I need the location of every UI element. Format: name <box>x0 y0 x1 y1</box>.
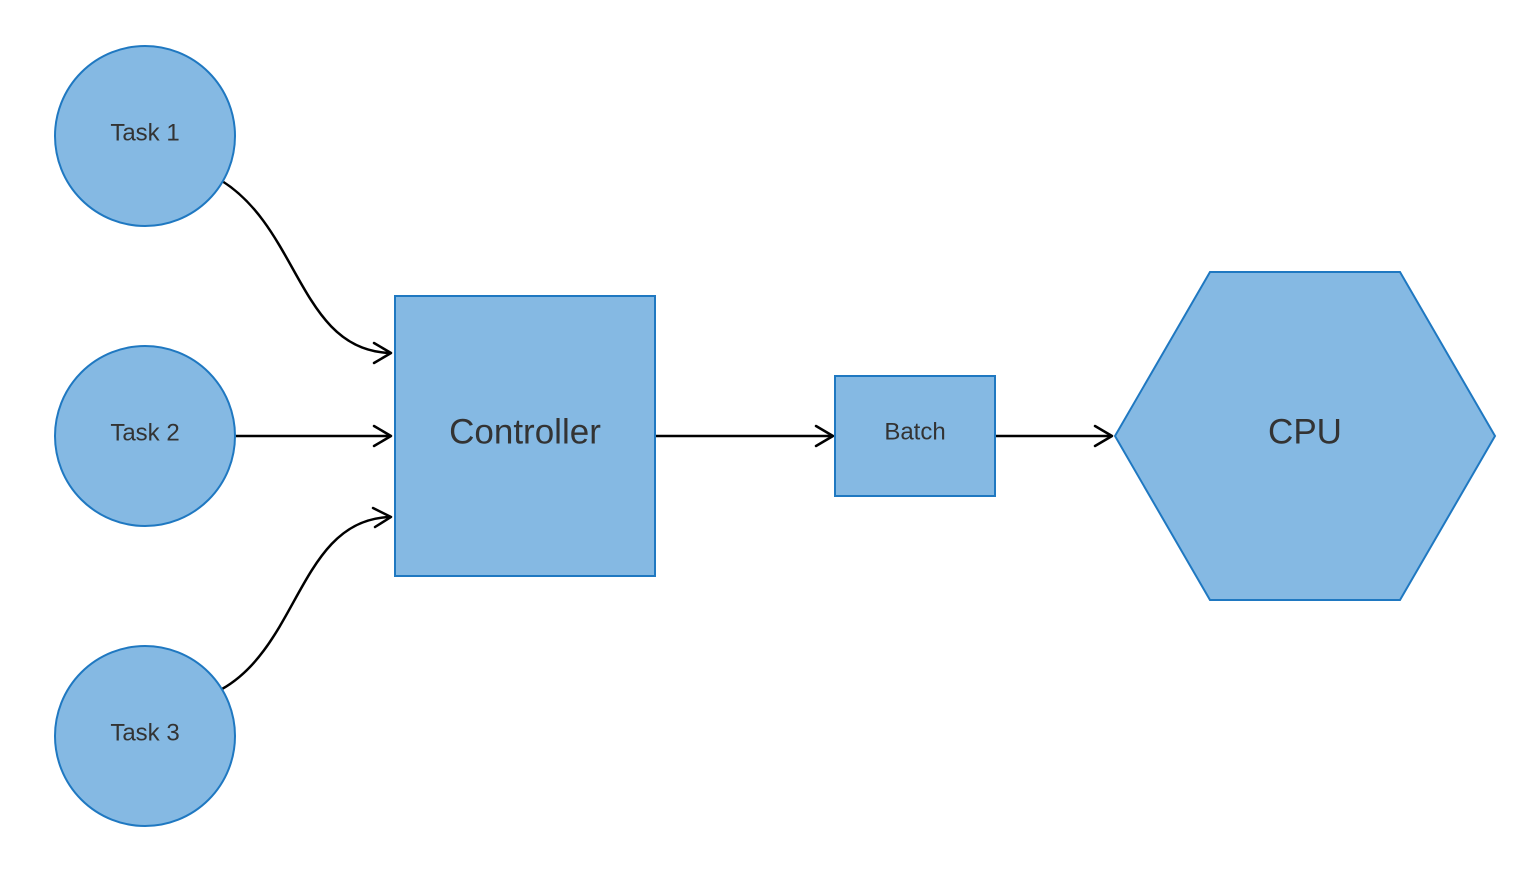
arrowhead-controller-to-batch <box>814 424 835 448</box>
task3-label: Task 3 <box>110 720 179 747</box>
cpu-hexagon <box>1113 271 1497 601</box>
node-controller: Controller <box>394 295 656 577</box>
node-task2: Task 2 <box>54 345 236 527</box>
batch-label: Batch <box>884 419 945 446</box>
node-batch: Batch <box>834 375 996 497</box>
task3-circle <box>54 645 236 827</box>
cpu-label: CPU <box>1268 413 1342 452</box>
task1-label: Task 1 <box>110 120 179 147</box>
node-cpu: CPU <box>1113 271 1497 601</box>
edge-task1-to-controller <box>220 179 392 355</box>
edge-task3-to-controller <box>220 515 392 691</box>
task2-circle <box>54 345 236 527</box>
task1-circle <box>54 45 236 227</box>
node-task3: Task 3 <box>54 645 236 827</box>
arrowhead-task1-to-controller <box>372 341 393 365</box>
arrowhead-task3-to-controller <box>371 506 393 529</box>
edges <box>220 179 1114 691</box>
controller-label: Controller <box>449 413 601 452</box>
batch-box <box>834 375 996 497</box>
controller-box <box>394 295 656 577</box>
arrowhead-batch-to-cpu <box>1093 424 1114 448</box>
node-task1: Task 1 <box>54 45 236 227</box>
arrowhead-task2-to-controller <box>372 424 393 448</box>
task2-label: Task 2 <box>110 420 179 447</box>
